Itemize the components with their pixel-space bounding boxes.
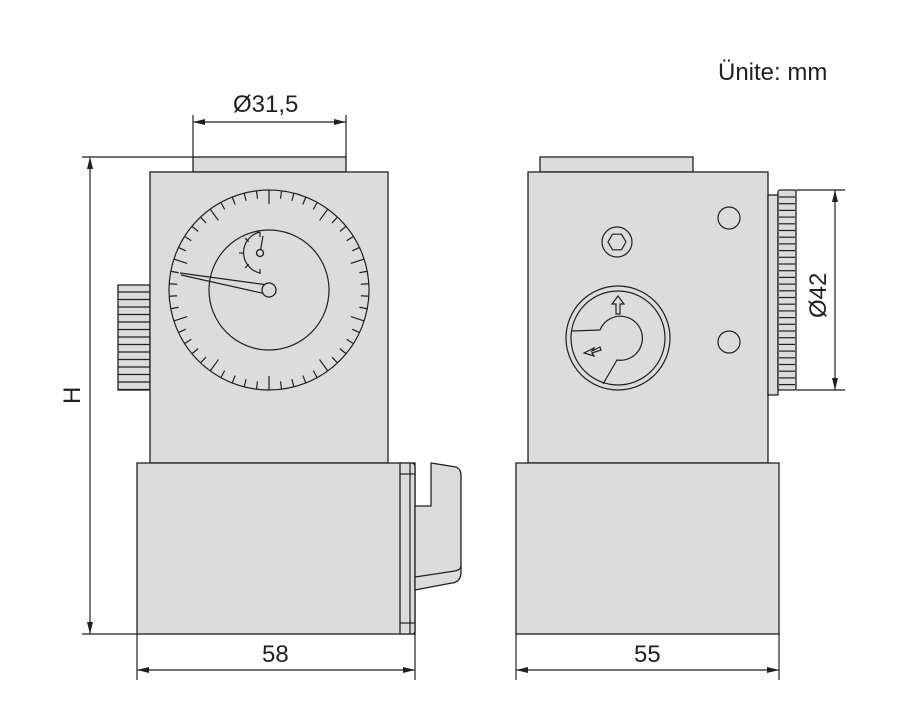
dial-tick (209, 208, 219, 221)
mount-hole-bottom (717, 330, 741, 354)
arrow-down-left-icon (582, 346, 602, 358)
dial-tick (279, 190, 283, 199)
hex-socket-icon (607, 233, 627, 251)
dial-inner-ring (208, 229, 330, 351)
front-base (136, 462, 416, 635)
dial-tick (319, 359, 329, 372)
dial-tick (231, 196, 236, 205)
front-width-label: 58 (262, 641, 289, 668)
dial-tick (220, 370, 226, 378)
front-body (149, 171, 389, 464)
dial-tick (312, 370, 318, 378)
dial-tick (360, 283, 369, 285)
dial-tick (200, 216, 207, 224)
dial-tick (184, 235, 192, 242)
arrow-up-icon (610, 295, 626, 315)
knob-diameter-label: Ø42 (805, 273, 832, 318)
units-label: Ünite: mm (718, 59, 827, 86)
mount-hole-top (717, 206, 741, 230)
dial-ticks (169, 190, 369, 390)
dial-tick (350, 316, 365, 322)
dial-tick (255, 381, 259, 390)
dial-tick (243, 192, 247, 202)
dial-tick (169, 295, 178, 297)
dial-tick (173, 258, 188, 264)
dial-diameter-label: Ø31,5 (233, 91, 298, 118)
dial-tick (220, 202, 226, 210)
dial-tick (291, 378, 295, 388)
dimensions: Ø31,5 H 58 55 Ø42 (59, 91, 845, 680)
dial-hub (261, 282, 277, 298)
sub-dial-ticks (239, 232, 261, 274)
dial-tick (291, 192, 295, 202)
dial-tick (191, 225, 199, 232)
lock-cam-outline (571, 315, 643, 385)
dial-tick (331, 356, 338, 364)
dial-tick (169, 283, 178, 285)
height-label: H (59, 387, 86, 404)
dial-tick (170, 270, 179, 274)
side-plate (399, 462, 416, 635)
dial-tick (209, 359, 219, 372)
dial-tick (339, 225, 347, 232)
dial-tick (184, 338, 192, 345)
dial-tick (170, 306, 179, 310)
dial-tick (351, 246, 360, 252)
dial-tick (360, 295, 369, 297)
hex-bolt-head (601, 226, 633, 258)
knob-knurl-lines (779, 196, 795, 386)
dial-tick (191, 348, 199, 355)
dial-tick (173, 316, 188, 322)
dial-tick (359, 306, 368, 310)
side-top-cap (539, 156, 694, 173)
side-width-label: 55 (634, 641, 661, 668)
lock-ring-outer (565, 285, 671, 391)
dial-tick (200, 356, 207, 364)
dial-tick (339, 348, 347, 355)
dial-tick (178, 328, 187, 334)
dial-tick (243, 378, 247, 388)
side-knurled-knob (777, 189, 797, 391)
dial-tick (312, 202, 318, 210)
lock-ring-inner (570, 290, 666, 386)
dial-tick (346, 338, 354, 345)
dial-tick (350, 258, 365, 264)
dial-tick (331, 216, 338, 224)
side-view (515, 156, 797, 635)
side-body (527, 171, 769, 464)
dial-tick (319, 208, 329, 221)
knob-knurl-lines (118, 291, 150, 391)
front-top-cap (192, 156, 347, 173)
dial-needle (179, 272, 269, 295)
dial-tick (359, 270, 368, 274)
front-view (117, 156, 462, 635)
dial-tick (231, 375, 236, 384)
sub-dial-hub (255, 248, 265, 258)
sub-dial-tick (244, 237, 250, 243)
dial-tick (302, 375, 307, 384)
dial-tick (255, 190, 259, 199)
dial-tick (346, 235, 354, 242)
knob-collar (767, 194, 779, 396)
dial-tick (351, 328, 360, 334)
sub-dial-tick (244, 263, 250, 269)
clamp-jaw (414, 462, 462, 591)
side-base (515, 462, 780, 635)
dial-tick (178, 246, 187, 252)
dial-tick (302, 196, 307, 205)
dial-tick (279, 381, 283, 390)
